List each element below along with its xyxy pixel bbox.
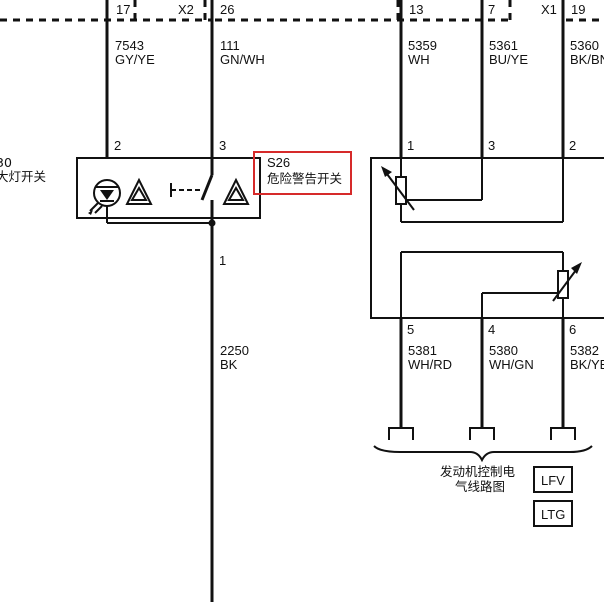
sensor-housing [370,157,604,319]
wire-circuit-5359: 5359 [408,38,437,53]
hazard-triangle-icon [222,177,250,205]
potentiometer-icon [400,251,582,318]
led-indicator-icon [88,179,121,215]
wire-color-5380: WH/GN [489,357,534,372]
switch-name-label: 危险警告开关 [267,171,342,186]
left-component-id: 30 [0,155,12,170]
hazard-triangle-icon [125,177,153,205]
wire-circuit-2250: 2250 [220,343,249,358]
wire-circuit-5382: 5382 [570,343,599,358]
connector-label-x1: X1 [541,2,557,17]
switch-pin-2: 2 [114,138,121,153]
connector-x1-outline [215,0,604,22]
wire-color-5361: BU/YE [489,52,528,67]
ref-box-ltg-label: LTG [541,507,565,522]
wire-circuit-111: 111 [220,38,240,53]
wire-circuit-5360: 5360 [570,38,599,53]
potentiometer-icon [381,158,564,223]
pin-label-13: 13 [409,2,423,17]
ref-box-ltg[interactable] [533,500,573,527]
pin-label-17: 17 [116,2,130,17]
pin-label-26: 26 [220,2,234,17]
terminal-connector-icon [550,427,576,440]
wire-color-5381: WH/RD [408,357,452,372]
wire-circuit-5380: 5380 [489,343,518,358]
switch-id-label: S26 [267,155,290,170]
ref-box-lfv[interactable] [533,466,573,493]
sensor-pin-2: 2 [569,138,576,153]
wire-color-111: GN/WH [220,52,265,67]
highlight-frame [253,151,352,195]
engine-ref-line2: 气线路图 [455,479,505,494]
sensor-pin-1: 1 [407,138,414,153]
pin-label-7: 7 [488,2,495,17]
switch-housing [76,157,261,219]
sensor-pin-3: 3 [488,138,495,153]
wire-color-7543: GY/YE [115,52,155,67]
terminal-connector-icon [388,427,414,440]
switch-pin-3: 3 [219,138,226,153]
terminal-connector-icon [469,427,495,440]
connector-label-x2: X2 [178,2,194,17]
group-brace [373,445,593,463]
wire-color-5382: BK/YE [570,357,604,372]
left-component-name: 大灯开关 [0,169,46,184]
wire-circuit-7543: 7543 [115,38,144,53]
switch-pin-1: 1 [219,253,226,268]
ref-box-lfv-label: LFV [541,473,565,488]
sensor-pin-4: 4 [488,322,495,337]
wire-color-2250: BK [220,357,238,372]
sensor-pin-5: 5 [407,322,414,337]
wire-circuit-5361: 5361 [489,38,518,53]
sensor-component: 1 3 2 5 4 6 [370,138,604,337]
hazard-switch-s26: 2 3 1 [76,138,261,602]
switch-contact-icon [170,158,216,602]
engine-ref-line1: 发动机控制电 [440,464,516,479]
wire-circuit-5381: 5381 [408,343,437,358]
wire-color-5359: WH [408,52,430,67]
sensor-pin-6: 6 [569,322,576,337]
pin-label-19: 19 [571,2,585,17]
wire-color-5360: BK/BN [570,52,604,67]
